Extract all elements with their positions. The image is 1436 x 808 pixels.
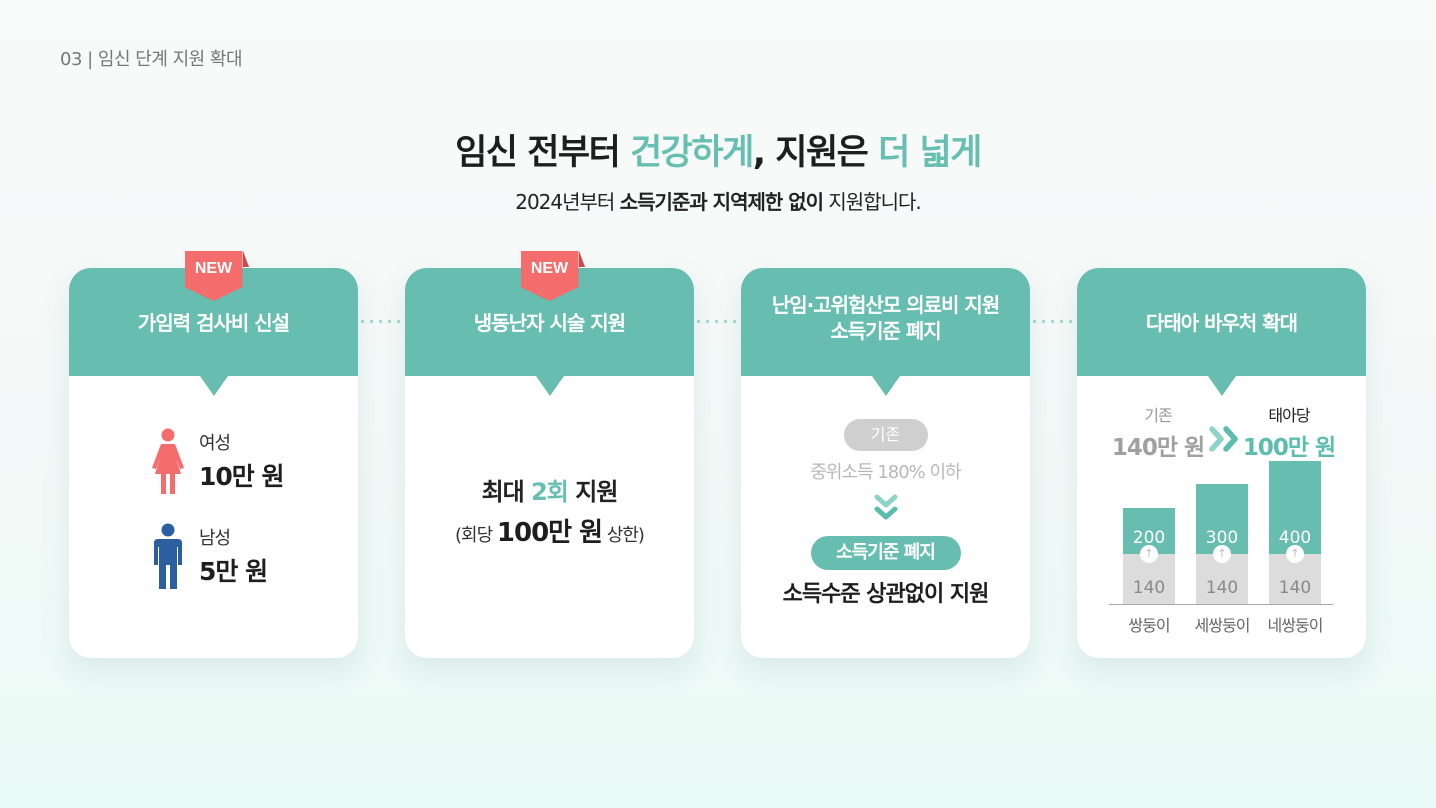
after-value: 100만 원: [1242, 435, 1336, 461]
connector-dots: [694, 320, 742, 323]
max-prefix: 최대: [481, 478, 532, 506]
female-icon: [152, 428, 184, 494]
bar-base-value: 140: [1132, 578, 1166, 598]
max-suffix: 지원: [567, 478, 618, 506]
card-header: 난임·고위험산모 의료비 지원 소득기준 폐지: [741, 268, 1030, 396]
section-label: 03 | 임신 단계 지원 확대: [60, 49, 243, 70]
male-row: 남성 5만 원: [151, 523, 268, 589]
card-multiple-birth-voucher: 다태아 바우처 확대 기존 140만 원 태아당 100만 원 200 ↑ 140…: [1077, 268, 1366, 658]
header-pointer: [199, 376, 228, 396]
max-count: 2회: [531, 478, 569, 506]
card-title: 다태아 바우처 확대: [1145, 311, 1298, 335]
header-pointer: [871, 376, 900, 396]
before-label: 기존: [1144, 406, 1172, 425]
cap-prefix: (회당: [455, 525, 497, 546]
male-icon: [154, 523, 182, 589]
header-pointer: [535, 376, 564, 396]
bar-new-value: 400: [1278, 528, 1312, 548]
bar-new-segment: 400: [1269, 461, 1321, 554]
bar-base-segment: ↑ 140: [1123, 545, 1175, 604]
before-amount: 기존 140만 원: [1111, 402, 1205, 462]
page-headline: 임신 전부터 건강하게, 지원은 더 넓게: [0, 124, 1436, 175]
card-egg-freezing: NEW 냉동난자 시술 지원 최대 2회 지원 (회당 100만 원 상한): [405, 251, 694, 658]
double-chevron-down-icon: [874, 494, 897, 520]
after-criteria: 소득수준 상관없이 지원: [782, 582, 990, 607]
card-title-line2: 소득기준 폐지: [830, 319, 941, 343]
male-label: 남성: [199, 528, 231, 549]
headline-highlight-wider: 더 넓게: [878, 133, 982, 173]
ribbon-fold: [578, 251, 585, 267]
card-title: 가임력 검사비 신설: [137, 311, 290, 335]
arrow-up-icon: ↑: [1140, 545, 1158, 563]
new-badge-label: NEW: [520, 251, 579, 301]
ribbon-fold: [242, 251, 249, 267]
bar-new-value: 300: [1205, 528, 1239, 548]
header-pointer: [1207, 376, 1236, 396]
bar-triplets: 300 ↑ 140: [1196, 484, 1248, 604]
female-amount: 10만 원: [199, 462, 284, 491]
before-criteria: 중위소득 180% 이하: [810, 462, 961, 483]
female-label: 여성: [199, 433, 231, 454]
cap-suffix: 상한): [602, 525, 645, 546]
new-badge: NEW: [184, 251, 249, 301]
card-title: 냉동난자 시술 지원: [473, 311, 626, 335]
chart-axis: [1109, 604, 1333, 605]
subline-part3: 지원합니다.: [823, 190, 921, 214]
page-subline: 2024년부터 소득기준과 지역제한 없이 지원합니다.: [0, 186, 1436, 215]
bar-base-segment: ↑ 140: [1269, 545, 1321, 604]
new-badge-label: NEW: [184, 251, 243, 301]
chart-x-labels: 쌍둥이 세쌍둥이 네쌍둥이: [1109, 612, 1333, 636]
arrow-up-icon: ↑: [1286, 545, 1304, 563]
female-row: 여성 10만 원: [151, 428, 284, 494]
bar-base-value: 140: [1205, 578, 1239, 598]
x-label-twins: 쌍둥이: [1128, 616, 1170, 635]
x-label-triplets: 세쌍둥이: [1194, 616, 1251, 635]
bar-base-segment: ↑ 140: [1196, 545, 1248, 604]
bar-twins: 200 ↑ 140: [1123, 508, 1175, 604]
before-value: 140만 원: [1111, 435, 1205, 461]
cap-amount: 100만 원: [496, 518, 603, 548]
per-session-cap: (회당 100만 원 상한): [405, 512, 694, 549]
card-infertility-medical: 난임·고위험산모 의료비 지원 소득기준 폐지 기존 중위소득 180% 이하 …: [741, 268, 1030, 658]
headline-highlight-healthy: 건강하게: [629, 133, 754, 173]
card-header: 다태아 바우처 확대: [1077, 268, 1366, 396]
headline-part3: , 지원은: [752, 133, 879, 173]
bar-base-value: 140: [1278, 578, 1312, 598]
arrow-up-icon: ↑: [1213, 545, 1231, 563]
card-fertility-test: NEW 가임력 검사비 신설 여성 10만 원 남성 5만 원: [69, 251, 358, 658]
after-label: 태아당: [1268, 406, 1310, 425]
male-amount: 5만 원: [199, 557, 268, 586]
headline-part1: 임신 전부터: [455, 133, 630, 173]
subline-bold: 소득기준과 지역제한 없이: [619, 190, 824, 214]
bar-new-segment: 300: [1196, 484, 1248, 554]
max-support-text: 최대 2회 지원: [405, 472, 694, 507]
bar-quadruplets: 400 ↑ 140: [1269, 461, 1321, 604]
x-label-quadruplets: 네쌍둥이: [1267, 616, 1324, 635]
bar-new-value: 200: [1132, 528, 1166, 548]
after-amount: 태아당 100만 원: [1241, 402, 1337, 462]
subline-part1: 2024년부터: [515, 190, 620, 214]
connector-dots: [1030, 320, 1078, 323]
card-title-line1: 난임·고위험산모 의료비 지원: [771, 293, 1000, 317]
after-pill: 소득기준 폐지: [810, 536, 961, 570]
before-pill: 기존: [843, 419, 928, 451]
connector-dots: [358, 320, 406, 323]
new-badge: NEW: [520, 251, 585, 301]
voucher-bar-chart: 200 ↑ 140 300 ↑ 140 400 ↑ 140: [1109, 454, 1333, 604]
double-chevron-right-icon: [1209, 426, 1238, 452]
